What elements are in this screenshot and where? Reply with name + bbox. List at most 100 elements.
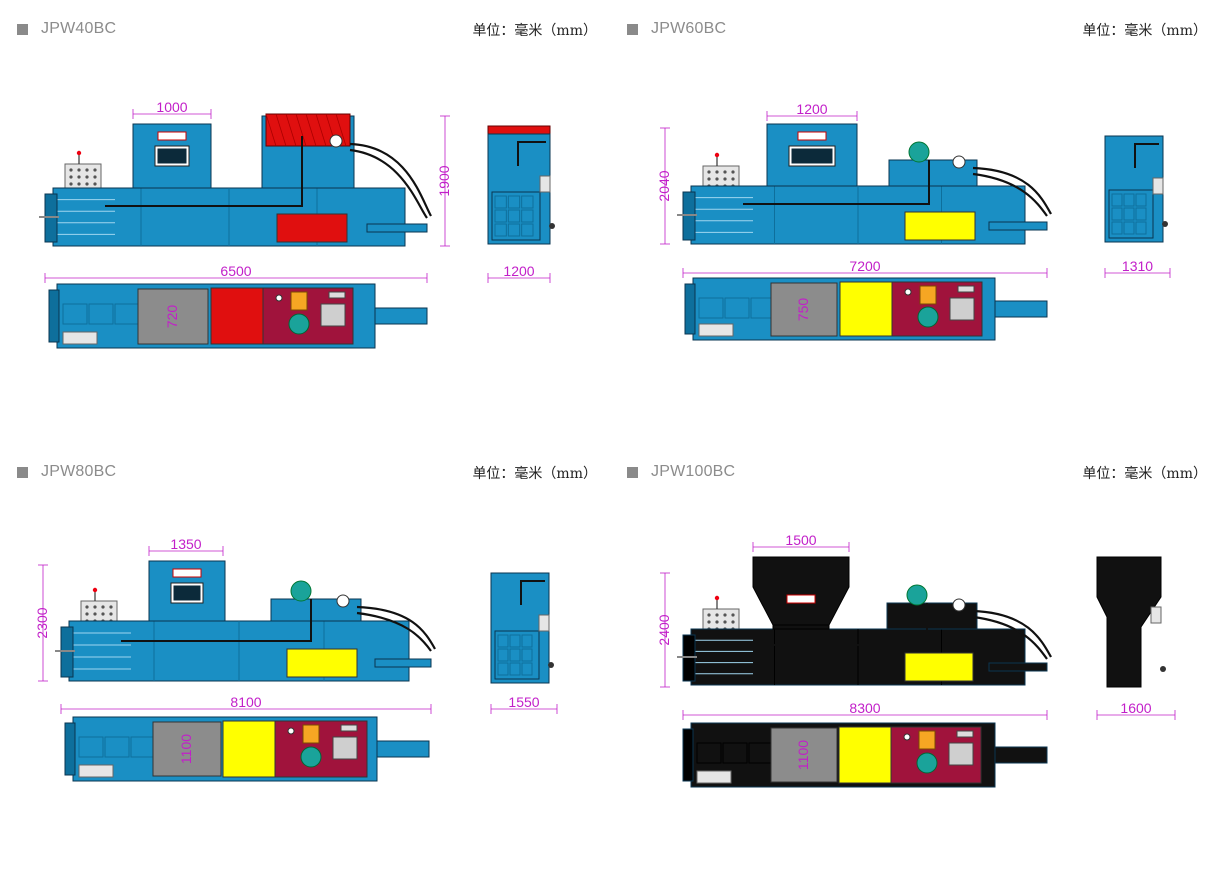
top-chamber-opening [137,288,209,345]
door-grid-cell [507,209,521,223]
door-grid-cell [497,648,509,662]
side-control-box [1152,177,1164,195]
control-button-icon [85,168,89,172]
door-grid-cell [1135,221,1147,235]
top-ram-extension [376,740,430,758]
platen-plate [904,652,974,682]
feed-hopper [752,556,850,626]
top-platen-plate [222,720,276,778]
unit-label: 单位：毫米（mm） [472,466,597,482]
side-control-box [1150,606,1162,624]
control-button-icon [731,620,735,624]
top-control-box [698,323,734,337]
top-pump-icon [919,285,937,305]
door-grid-cell [509,648,521,662]
control-button-icon [723,613,727,617]
hydraulic-hose [743,603,928,646]
hydraulic-hose [349,148,428,219]
top-end-plate [48,289,60,343]
panel-header: JPW60BC 单位：毫米（mm） [627,18,1207,42]
door-grid-cell [1123,221,1135,235]
top-pump-icon [918,730,936,750]
panel-header: JPW80BC 单位：毫米（mm） [17,461,597,485]
top-motor-icon [288,313,310,335]
front-elevation [677,556,1052,686]
top-gauge-icon [903,733,911,741]
side-hose [1126,572,1157,597]
hopper-window-glass [791,148,833,164]
guard-mesh [335,113,347,147]
ram-extension [374,658,432,668]
top-frame-cell [130,736,156,758]
top-control-box [62,331,98,345]
dimension-hopper: 1000 [156,99,187,115]
guard-mesh [305,113,317,147]
model-name: JPW40BC [41,20,117,37]
top-view [48,283,428,349]
unit-label: 单位：毫米（mm） [472,23,597,39]
door-grid-cell [1123,193,1135,207]
top-platen-plate [210,287,264,345]
top-frame-cell [78,736,104,758]
bullet-square-icon [17,24,28,35]
top-end-plate [64,722,76,776]
dimension-chamber: 1100 [178,734,194,764]
platen-plate [904,211,976,241]
hydraulic-hose [972,172,1048,217]
top-gauge-plate [957,285,975,293]
side-hose [520,580,545,605]
top-gauge-plate [956,730,974,738]
front-elevation [39,113,432,247]
model-name: JPW80BC [41,463,117,480]
control-button-icon [69,182,73,186]
unit-label: 单位：毫米（mm） [1082,466,1207,482]
door-grid-cell [1135,207,1147,221]
motor-icon [906,584,928,606]
top-motor-icon [917,306,939,328]
side-control-box [538,614,550,632]
top-chamber-opening [770,282,838,337]
pressure-gauge-icon [952,598,966,612]
side-view [1104,135,1168,243]
control-button-icon [731,613,735,617]
control-button-icon [93,168,97,172]
control-button-icon [707,177,711,181]
door-grid-cell [521,223,534,237]
dimension-height: 2300 [34,607,50,638]
control-button-icon [77,168,81,172]
top-gauge-icon [904,288,912,296]
top-chamber-opening [152,721,222,777]
guard-mesh [295,113,307,147]
pressure-gauge-icon [329,134,343,148]
door-grid-cell [1111,193,1123,207]
top-platen-plate [838,726,892,784]
door-grid-cell [497,662,509,676]
control-button-icon [723,170,727,174]
bullet-square-icon [627,24,638,35]
dimension-width: 1310 [1122,258,1153,274]
ram-extension [988,221,1048,231]
hydraulic-hose [356,605,436,650]
top-frame-cell [696,742,722,764]
ram-extension [366,223,428,233]
hopper-window-glass [157,148,187,164]
indicator-light-icon [714,595,720,601]
hydraulic-hose [972,609,1052,658]
dimension-length: 6500 [220,263,251,279]
control-button-icon [93,175,97,179]
dimension-chamber: 1100 [795,740,811,770]
side-guard [487,125,551,135]
hydraulic-hose [349,142,432,217]
top-valve-block [948,742,974,766]
top-ram-extension [374,307,428,325]
side-valve-icon [1160,666,1166,672]
top-frame-cell [114,303,140,325]
hydraulic-hose [972,615,1048,660]
logo-plate [797,131,827,141]
control-button-icon [731,170,735,174]
unit-label: 单位：毫米（mm） [1082,23,1207,39]
